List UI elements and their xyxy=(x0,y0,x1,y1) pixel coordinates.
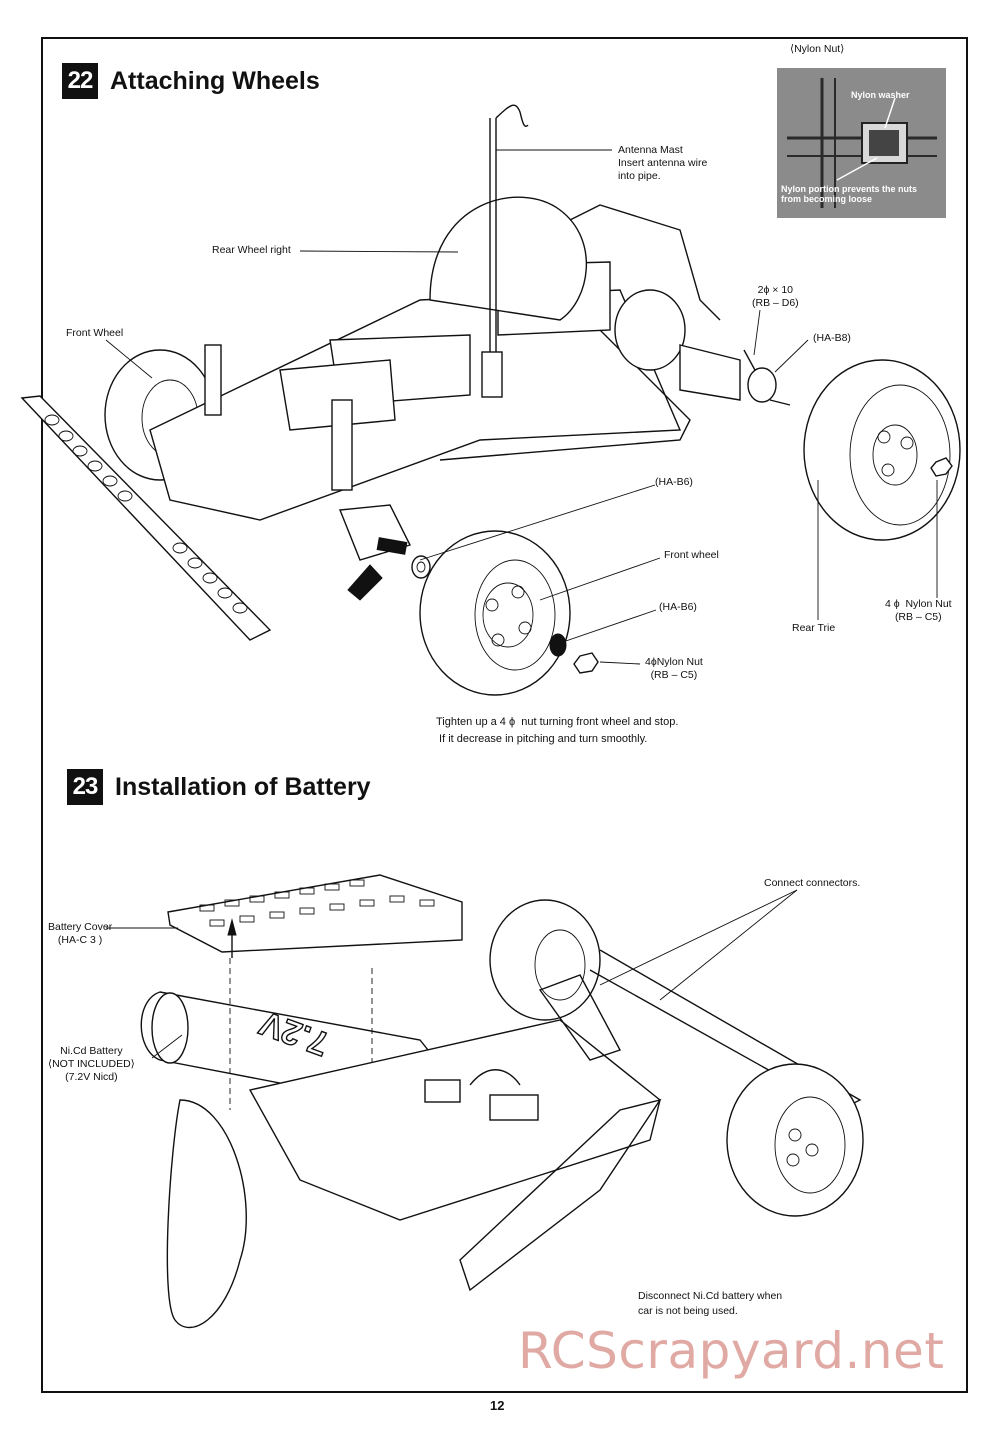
rear-wheel-exploded xyxy=(803,359,961,541)
pin-rb-d6 xyxy=(743,349,757,373)
photo-label-washer: Nylon washer xyxy=(851,90,910,100)
connector-b xyxy=(489,1094,539,1121)
note-tighten-nut: Tighten up a 4 ϕ nut turning front wheel… xyxy=(436,716,679,745)
note-disconnect-battery: Disconnect Ni.Cd battery when car is not… xyxy=(638,1290,783,1317)
label-front-wheel-left: Front Wheel xyxy=(66,327,124,339)
rear-arm xyxy=(439,329,691,461)
section-22-heading: 22 Attaching Wheels xyxy=(62,63,320,99)
nylon-nut-photo: Nylon washer Nylon portion prevents the … xyxy=(777,68,946,218)
grease-tube-icon xyxy=(347,564,383,601)
label-rear-trie: Rear Trie xyxy=(792,622,836,634)
leader-lines-22 xyxy=(105,149,938,665)
nylon-nut-rear xyxy=(930,457,953,477)
rear-wheel-right xyxy=(429,196,588,321)
section-23-title: Installation of Battery xyxy=(115,772,371,801)
nylon-nut-front xyxy=(573,652,599,674)
bearing-ha-b6 xyxy=(549,633,567,657)
washer-ha-b6 xyxy=(411,555,431,579)
rear-tire-23 xyxy=(166,1099,247,1329)
front-bumper-arm xyxy=(20,395,272,641)
label-connect-connectors: Connect connectors. xyxy=(764,877,861,889)
wheel-top-23 xyxy=(489,899,601,1021)
label-front-wheel: Front wheel xyxy=(664,549,719,561)
label-nicd-battery: Ni.Cd Battery ⟨NOT INCLUDED⟩ (7.2V Nicd) xyxy=(48,1045,135,1083)
wheel-right-23 xyxy=(726,1063,864,1217)
chassis-box-2 xyxy=(279,359,396,431)
label-nylon-nut-front: 4ϕNylon Nut (RB – C5) xyxy=(645,656,703,681)
rear-shock xyxy=(569,204,721,321)
label-ha-b8: (HA-B8) xyxy=(813,332,851,344)
section-23-number: 23 xyxy=(67,769,103,805)
page-frame xyxy=(41,37,968,1393)
page-number: 12 xyxy=(490,1398,505,1413)
watermark: RCScrapyard.net xyxy=(518,1322,945,1380)
label-nylon-nut-rear: 4 ϕ Nylon Nut (RB – C5) xyxy=(885,598,952,623)
hex-hub-ha-b8 xyxy=(747,367,777,403)
label-ha-b6-mid: (HA-B6) xyxy=(659,601,697,613)
chassis-rail xyxy=(459,1098,662,1292)
photo-label-portion: Nylon portion prevents the nuts from bec… xyxy=(781,184,918,204)
label-antenna-mast: Antenna Mast Insert antenna wire into pi… xyxy=(618,144,708,182)
label-battery-cover: Battery Cover (HA-C 3 ) xyxy=(48,921,113,946)
label-rear-wheel-right: Rear Wheel right xyxy=(212,244,291,256)
rear-axle-housing xyxy=(679,344,741,401)
section-22-title: Attaching Wheels xyxy=(110,66,320,95)
section-23-heading: 23 Installation of Battery xyxy=(67,769,371,805)
bumper-holes xyxy=(44,414,248,614)
leader-lines-23 xyxy=(106,889,798,1059)
connector-a xyxy=(424,1079,461,1103)
label-ha-b6-top: (HA-B6) xyxy=(655,476,693,488)
front-wheel-exploded xyxy=(419,530,571,696)
label-pin-rb-d6: 2ϕ × 10 (RB – D6) xyxy=(752,284,799,309)
front-shock xyxy=(331,399,353,491)
battery-cover-slots xyxy=(199,879,435,927)
photo-caption: ⟨Nylon Nut⟩ xyxy=(790,43,845,55)
section-22-number: 22 xyxy=(62,63,98,99)
nylon-nut-photo-graphic xyxy=(777,68,946,218)
battery-cover xyxy=(167,874,463,953)
chassis-rear xyxy=(248,1019,661,1221)
